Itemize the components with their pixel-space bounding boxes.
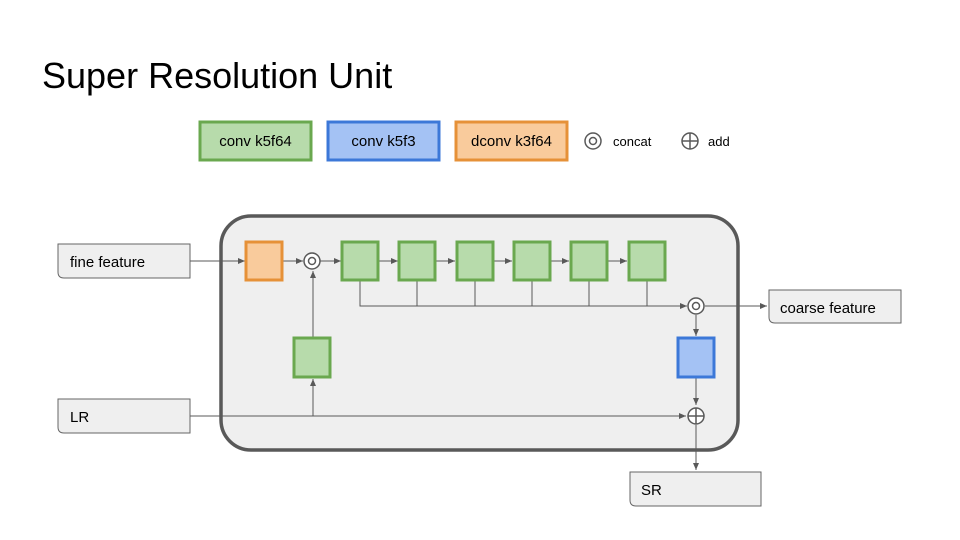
conv-k5f64-block-1 (340, 240, 380, 282)
sr-label: SR (641, 482, 662, 499)
conv-k5f64-block-5 (569, 240, 609, 282)
legend: conv k5f64 conv k5f3 dconv k3f64 concat … (198, 120, 730, 162)
legend-conv-k5f64-label: conv k5f64 (219, 133, 292, 150)
conv-k5f64-block-3 (455, 240, 495, 282)
concat-icon (687, 297, 705, 315)
conv-k5f3-block (676, 336, 716, 379)
legend-add-label: add (708, 134, 730, 149)
fine-feature-node: fine feature (57, 243, 191, 279)
conv-k5f64-block-4 (512, 240, 552, 282)
conv-k5f64-block-2 (397, 240, 437, 282)
legend-conv-k5f64: conv k5f64 (198, 120, 313, 162)
skip-collect-line (359, 280, 687, 309)
lr-label: LR (70, 409, 89, 426)
legend-conv-k5f3-label: conv k5f3 (351, 133, 415, 150)
conv-k5f64-block-6 (627, 240, 667, 282)
fine-feature-label: fine feature (70, 254, 145, 271)
page-title: Super Resolution Unit (42, 55, 393, 96)
coarse-feature-node: coarse feature (768, 289, 902, 324)
add-legend-icon (681, 132, 699, 150)
coarse-feature-label: coarse feature (780, 300, 876, 317)
legend-dconv-k3f64-label: dconv k3f64 (471, 133, 552, 150)
concat-icon (303, 252, 321, 270)
conv-k5f64-lr-block (292, 336, 332, 379)
legend-conv-k5f3: conv k5f3 (326, 120, 441, 162)
concat-legend-icon (584, 132, 602, 150)
sr-node: SR (629, 471, 762, 507)
legend-dconv-k3f64: dconv k3f64 (454, 120, 569, 162)
connections (190, 258, 767, 470)
legend-concat-label: concat (613, 134, 652, 149)
dconv-k3f64-block (244, 240, 284, 282)
add-icon (687, 407, 705, 425)
lr-node: LR (57, 398, 191, 434)
